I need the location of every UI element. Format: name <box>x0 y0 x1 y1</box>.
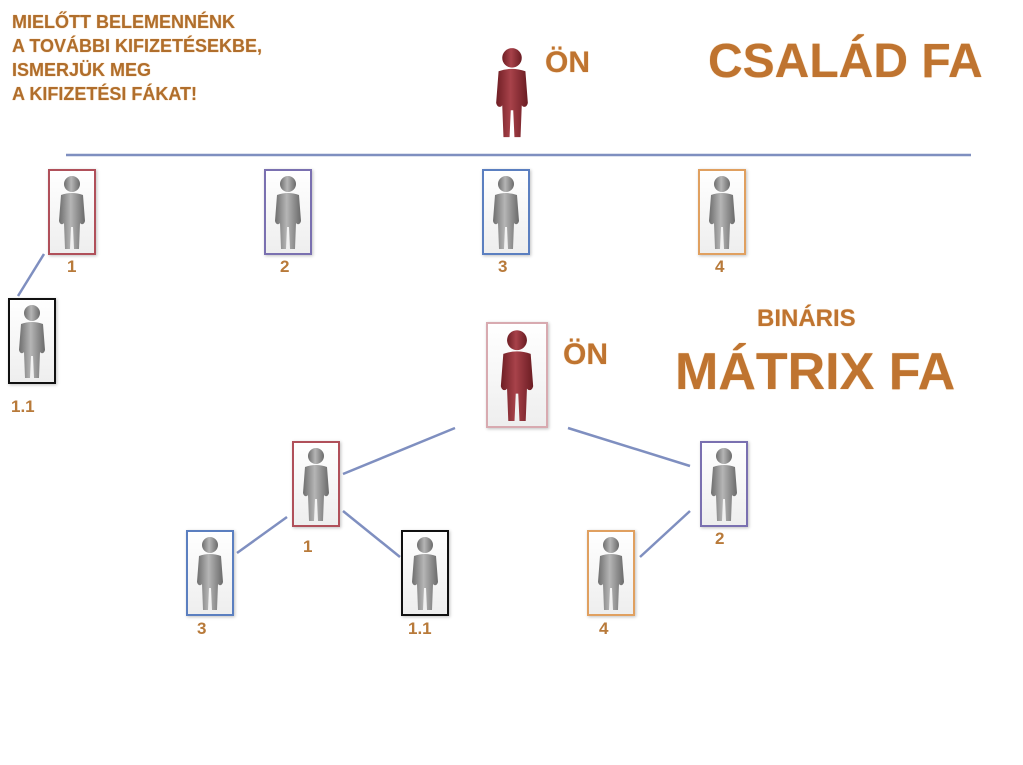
connector-root-to-1 <box>342 426 456 476</box>
family-member-2 <box>264 169 312 255</box>
connector-1-to-3 <box>236 515 288 555</box>
person-icon <box>266 171 310 253</box>
person-icon <box>294 443 338 525</box>
connector-root-to-2 <box>567 426 691 468</box>
binary-node-label: 2 <box>715 529 725 548</box>
family-member-3 <box>482 169 530 255</box>
binary-root-label: ÖN <box>563 338 608 371</box>
binary-subtitle: BINÁRIS <box>757 305 856 332</box>
intro-line: ISMERJÜK MEG <box>12 60 152 80</box>
family-root-person <box>484 42 540 142</box>
binary-node-1 <box>292 441 340 527</box>
person-icon <box>589 532 633 614</box>
binary-node-label: 1 <box>303 537 313 556</box>
connector-2-to-4 <box>639 510 691 558</box>
binary-tree-title: MÁTRIX FA <box>675 343 956 401</box>
binary-node-4 <box>587 530 635 616</box>
binary-node-label: 4 <box>599 619 609 638</box>
family-member-label: 4 <box>715 257 725 276</box>
binary-node-3 <box>186 530 234 616</box>
family-tree-title: CSALÁD FA <box>708 35 983 88</box>
connector-1-to-1.1 <box>342 510 401 558</box>
binary-node-label: 3 <box>197 619 207 638</box>
person-icon <box>700 171 744 253</box>
binary-node-2 <box>700 441 748 527</box>
intro-text: MIELŐTT BELEMENNÉNK A TOVÁBBI KIFIZETÉSE… <box>12 10 262 106</box>
family-member-4 <box>698 169 746 255</box>
family-member-label: 1.1 <box>11 397 35 416</box>
intro-line: MIELŐTT BELEMENNÉNK <box>12 12 235 32</box>
person-icon <box>702 443 746 525</box>
person-icon <box>488 324 546 426</box>
person-icon <box>188 532 232 614</box>
family-member-label: 1 <box>67 257 77 276</box>
binary-root-person <box>486 322 548 428</box>
intro-line: A KIFIZETÉSI FÁKAT! <box>12 84 197 104</box>
binary-node-label: 1.1 <box>408 619 432 638</box>
person-icon <box>403 532 447 614</box>
family-root-label: ÖN <box>545 46 590 79</box>
connector-1-to-1.1 <box>16 253 46 297</box>
person-icon <box>484 42 540 142</box>
family-member-1-1 <box>8 298 56 384</box>
family-member-1 <box>48 169 96 255</box>
person-icon <box>50 171 94 253</box>
family-member-label: 3 <box>498 257 508 276</box>
person-icon <box>484 171 528 253</box>
intro-line: A TOVÁBBI KIFIZETÉSEKBE, <box>12 36 263 56</box>
family-member-label: 2 <box>280 257 290 276</box>
person-icon <box>10 300 54 382</box>
binary-node-1-1 <box>401 530 449 616</box>
